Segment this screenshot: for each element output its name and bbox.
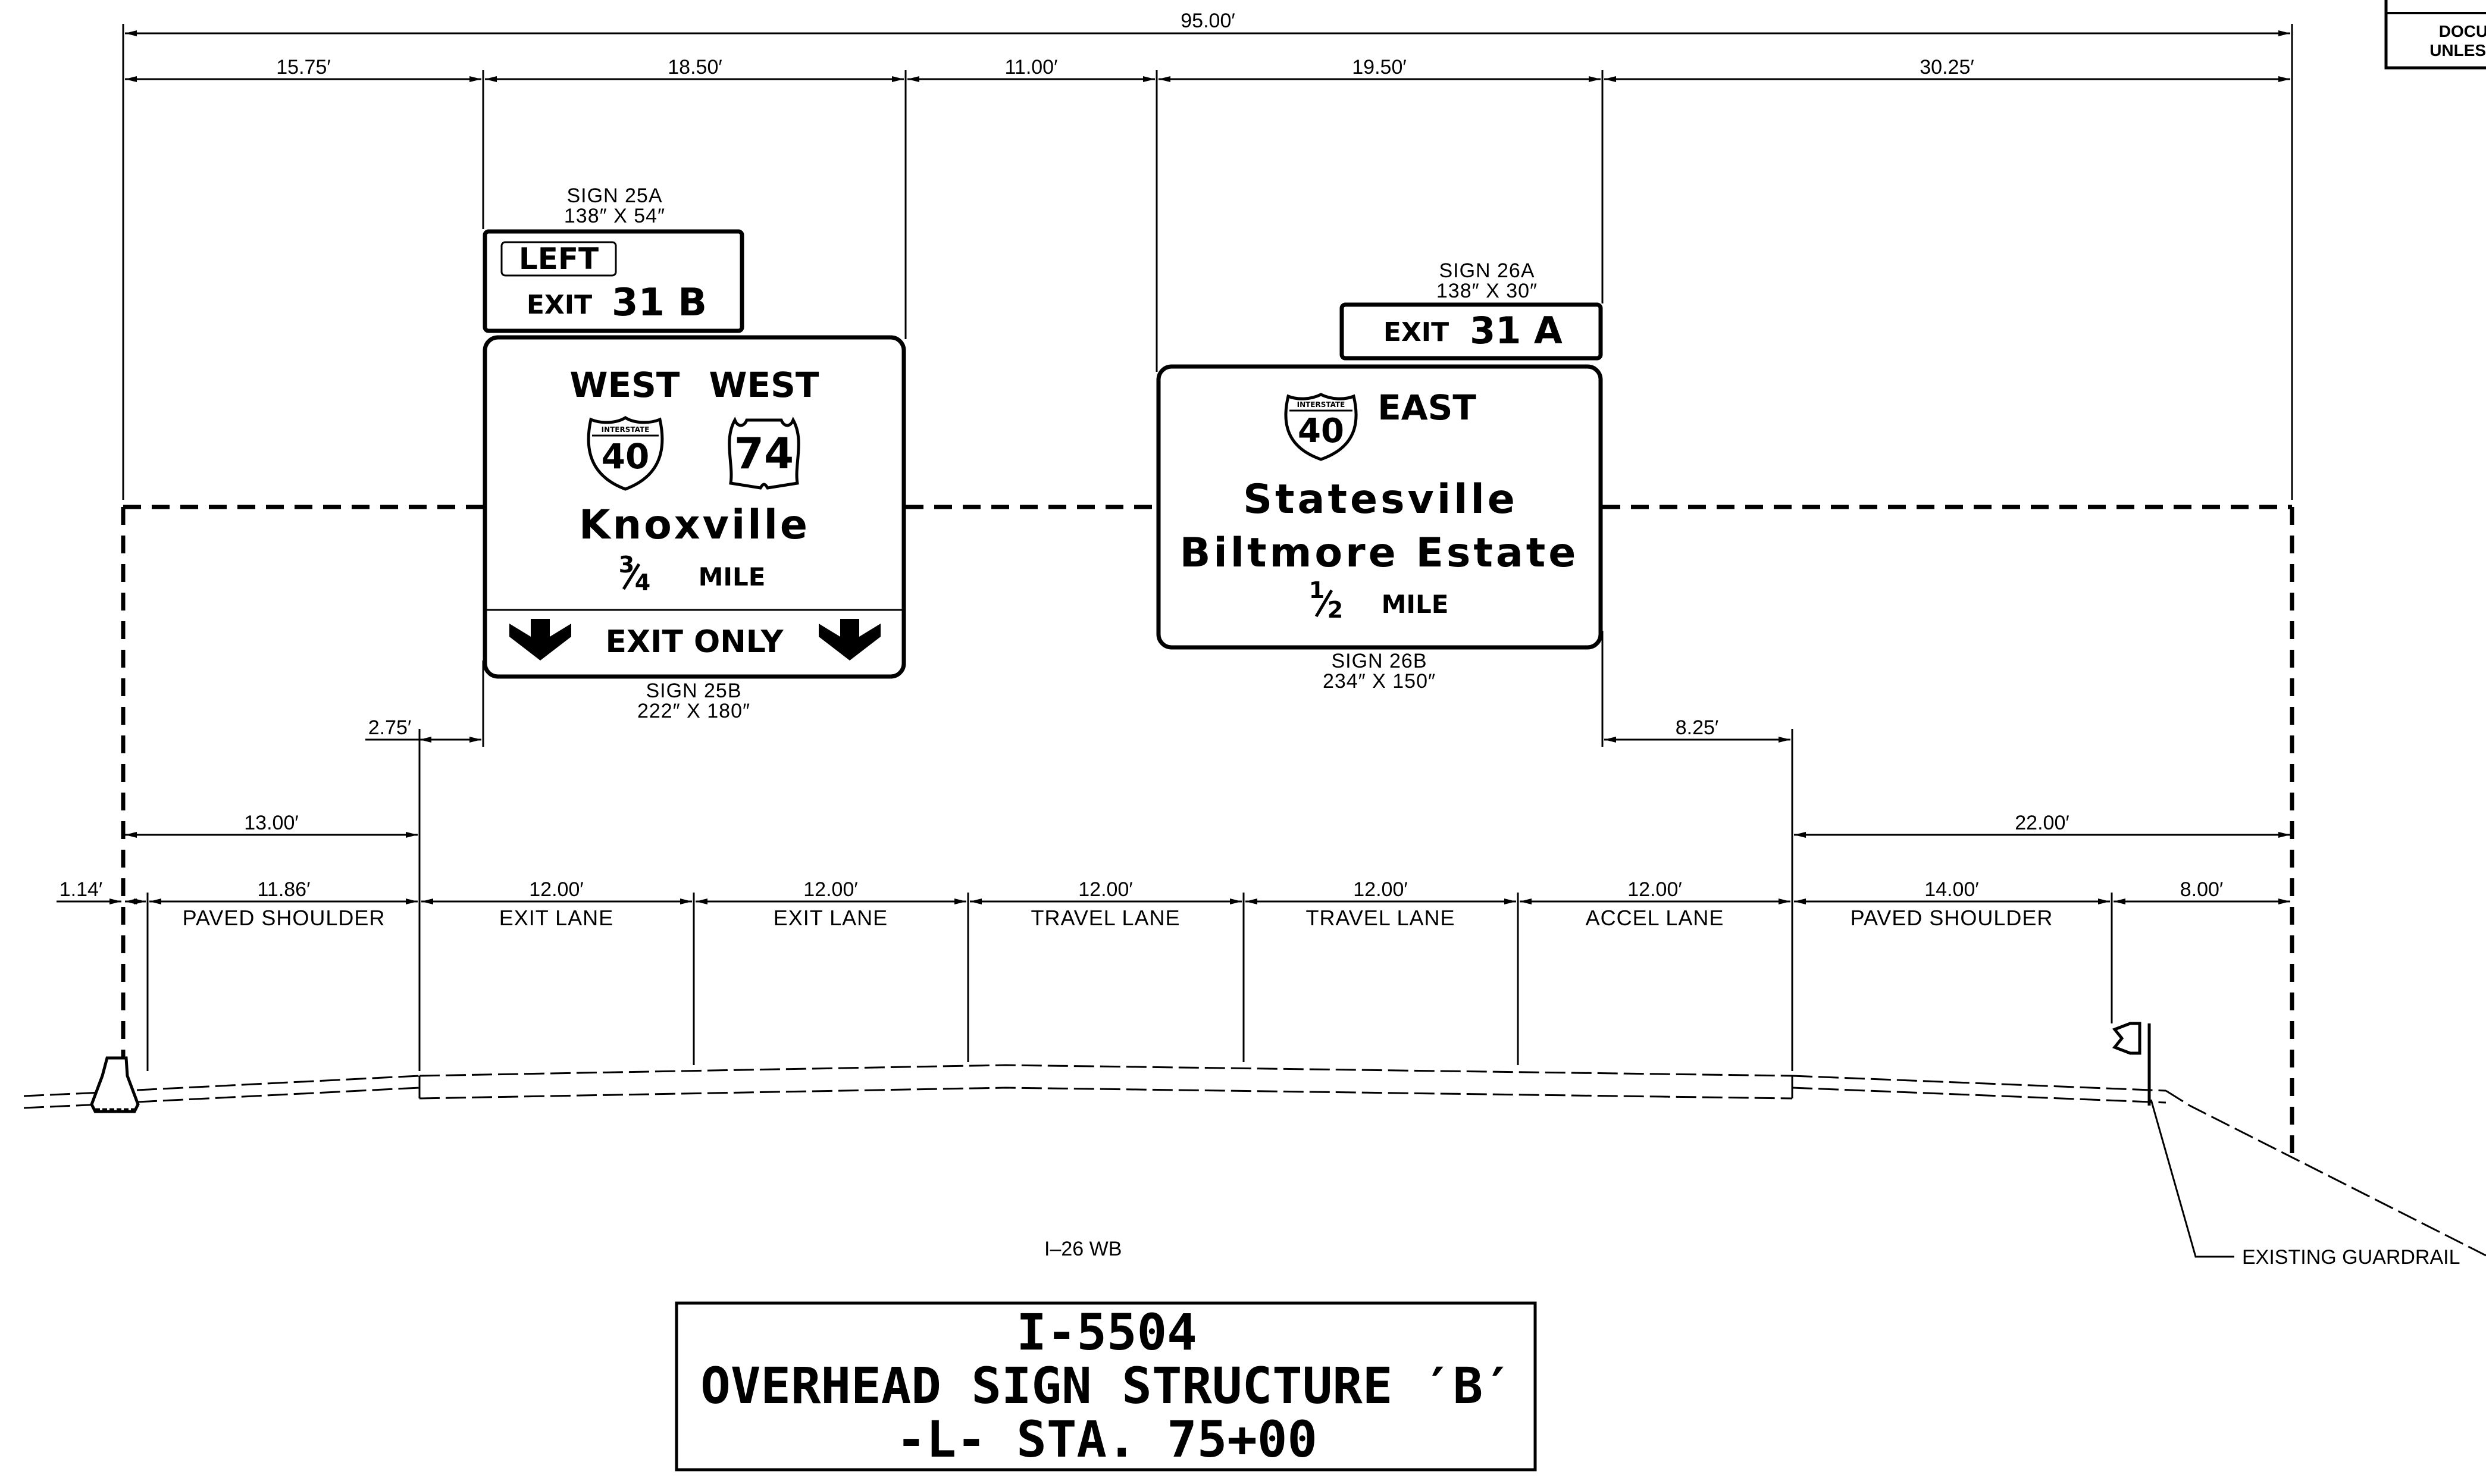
sign-25a-exit-word: EXIT: [527, 290, 592, 320]
sign-25b: WEST WEST INTERSTATE 40 74 Knoxville 3 4…: [483, 335, 906, 722]
dim-right-offset: 8.25′: [1676, 716, 1719, 739]
concrete-barrier-icon: [90, 1056, 140, 1113]
dim-right-span: 22.00′: [2015, 812, 2069, 834]
dim-lane-8: 8.00′: [2180, 878, 2224, 901]
lane-label-7: PAVED SHOULDER: [1851, 906, 2053, 930]
document-stamp: DOCU UNLESS: [2384, 0, 2486, 70]
shield-number: 40: [1298, 412, 1344, 450]
sign-26b-direction: EAST: [1377, 387, 1476, 428]
distance-unit: MILE: [1382, 590, 1449, 619]
top-dimensions: [122, 24, 2293, 500]
sign-26b: INTERSTATE 40 EAST Statesville Biltmore …: [1156, 364, 1603, 693]
down-arrow-icon: [819, 619, 881, 660]
dim-lane-1: 11.86′: [258, 878, 311, 901]
sign-26b-destination-1: Statesville: [1243, 476, 1518, 523]
dim-top-2: 18.50′: [668, 56, 722, 79]
sign-25b-destination: Knoxville: [579, 502, 810, 549]
title-block: I-5504 OVERHEAD SIGN STRUCTURE ′B′ -L- S…: [675, 1301, 1537, 1472]
dim-overall: 95.00′: [1181, 10, 1235, 32]
dim-top-1: 15.75′: [276, 56, 330, 79]
roadway-section: [23, 1064, 2486, 1257]
sign-25b-exit-only: EXIT ONLY: [606, 624, 784, 660]
shield-number: 74: [734, 428, 794, 478]
lane-label-1: PAVED SHOULDER: [183, 906, 386, 930]
fraction-denominator: 4: [635, 569, 650, 596]
dim-lane-3: 12.00′: [803, 878, 857, 901]
route-label: I–26 WB: [1044, 1238, 1122, 1260]
dim-lane-5: 12.00′: [1353, 878, 1407, 901]
fraction-numerator: 1: [1309, 577, 1325, 603]
title-line-1: I-5504: [1016, 1303, 1197, 1361]
lane-label-3: EXIT LANE: [774, 906, 888, 930]
interstate-shield-icon: INTERSTATE 40: [587, 416, 664, 491]
lane-label-5: TRAVEL LANE: [1305, 906, 1455, 930]
shield-number: 40: [602, 436, 650, 477]
dim-top-5: 30.25′: [1920, 56, 1974, 79]
sign-25b-direction-2: WEST: [709, 365, 819, 405]
sign-25b-id: SIGN 25B: [646, 680, 741, 702]
title-line-3: -L- STA. 75+00: [896, 1410, 1317, 1469]
us-route-shield-icon: 74: [728, 417, 800, 490]
guardrail-leader: [2150, 1099, 2234, 1258]
lane-label-6: ACCEL LANE: [1586, 906, 1724, 930]
sign-26b-destination-2: Biltmore Estate: [1180, 530, 1579, 577]
dim-lane-6: 12.00′: [1627, 878, 1682, 901]
dim-left-span: 13.00′: [244, 812, 298, 834]
fraction-denominator: 2: [1327, 597, 1343, 623]
distance-unit: MILE: [699, 562, 766, 591]
title-line-2: OVERHEAD SIGN STRUCTURE ′B′: [700, 1357, 1513, 1415]
sign-25b-distance: 3 4 MILE: [619, 552, 766, 596]
sign-25b-size: 222″ X 180″: [637, 700, 750, 722]
sign-25a-exit-number: 31 B: [612, 281, 707, 325]
stamp-line-2: UNLESS: [2429, 41, 2486, 60]
sign-26b-id: SIGN 26B: [1331, 650, 1427, 672]
road-edges: [418, 1076, 1793, 1098]
sign-25a-size: 138″ X 54″: [564, 205, 665, 227]
sign-26b-size: 234″ X 150″: [1323, 670, 1436, 693]
guardrail-label: EXISTING GUARDRAIL: [2242, 1246, 2460, 1269]
sign-26a-exit-number: 31 A: [1470, 309, 1563, 352]
lane-dimensions: [57, 729, 2290, 1071]
mid-dimensions: [125, 631, 2290, 838]
stamp-line-1: DOCU: [2439, 22, 2486, 40]
sign-26a-exit-word: EXIT: [1383, 317, 1449, 347]
truss-outline: [121, 505, 2294, 1154]
dim-left-offset: 2.75′: [368, 716, 412, 739]
dim-lane-4: 12.00′: [1078, 878, 1132, 901]
dim-edge-offset: 1.14′: [60, 878, 103, 901]
dim-lane-2: 12.00′: [529, 878, 583, 901]
lane-label-4: TRAVEL LANE: [1031, 906, 1180, 930]
sign-26a: SIGN 26A 138″ X 30″ EXIT 31 A: [1339, 259, 1603, 361]
sign-25a-tab: LEFT: [519, 242, 599, 276]
guardrail-icon: [2112, 1022, 2151, 1106]
dim-top-3: 11.00′: [1005, 56, 1058, 79]
shield-label: INTERSTATE: [1297, 400, 1345, 409]
sign-25a-id: SIGN 25A: [566, 184, 662, 207]
dim-lane-7: 14.00′: [1924, 878, 1978, 901]
sign-25b-direction-1: WEST: [570, 365, 680, 405]
sign-26b-distance: 1 2 MILE: [1309, 577, 1449, 623]
interstate-shield-icon: INTERSTATE 40: [1284, 393, 1358, 461]
sign-25a: SIGN 25A 138″ X 54″ LEFT EXIT 31 B: [483, 184, 744, 333]
down-arrow-icon: [509, 619, 571, 660]
sign-26a-size: 138″ X 30″: [1436, 280, 1538, 302]
dim-top-4: 19.50′: [1352, 56, 1406, 79]
lane-label-2: EXIT LANE: [499, 906, 613, 930]
shield-label: INTERSTATE: [602, 425, 650, 434]
sign-26a-id: SIGN 26A: [1439, 259, 1535, 282]
